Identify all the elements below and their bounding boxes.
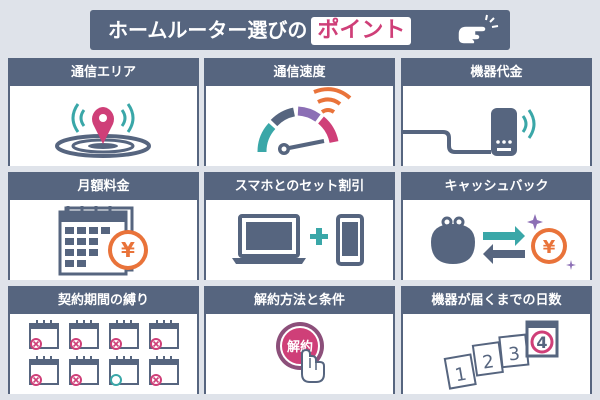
card-cashback: キャッシュバック ¥ (401, 172, 592, 280)
pointing-hand-icon (457, 14, 499, 45)
card-contract-period: 契約期間の縛り (8, 286, 199, 394)
title-box (90, 10, 510, 50)
card-body (206, 86, 393, 166)
card-cancellation: 解約方法と条件 解約 (204, 286, 395, 394)
card-body (403, 86, 590, 166)
cancel-button-icon: 解約 (276, 322, 325, 383)
card-title: 月額料金 (10, 174, 197, 200)
page-title: ホームルーター選びのポイント (108, 16, 412, 45)
card-title: 機器代金 (403, 60, 590, 86)
card-title: 機器が届くまでの日数 (403, 288, 590, 314)
card-body (10, 314, 197, 394)
svg-text:¥: ¥ (543, 237, 556, 258)
day-2: 2 (481, 351, 495, 373)
card-monthly-fee: 月額料金 ¥ (8, 172, 199, 280)
title-banner: ホームルーター選びのポイント (0, 0, 600, 56)
title-main: ホームルーター選びの (108, 18, 308, 42)
card-title: 通信速度 (206, 60, 393, 86)
mini-calendar-icon (109, 320, 139, 350)
router-icon (403, 108, 536, 156)
card-title: キャッシュバック (403, 174, 590, 200)
mini-calendar-icon (149, 320, 179, 350)
mini-calendar-icon (29, 320, 59, 350)
speedometer-icon (257, 87, 352, 155)
card-phone-bundle: スマホとのセット割引 (204, 172, 395, 280)
card-body: 解約 (206, 314, 393, 394)
mini-calendar-icon (29, 356, 59, 386)
wallet-exchange-icon: ¥ (431, 214, 576, 270)
mini-calendar-icon (69, 356, 99, 386)
card-body: ¥ (403, 200, 590, 280)
location-pin-icon (55, 103, 151, 158)
mini-calendar-icon (109, 356, 139, 386)
card-speed: 通信速度 (204, 58, 395, 166)
calendar-grid-icon (29, 320, 179, 386)
card-title: スマホとのセット割引 (206, 174, 393, 200)
card-delivery-days: 機器が届くまでの日数 1 2 3 4 (401, 286, 592, 394)
card-title: 解約方法と条件 (206, 288, 393, 314)
mini-calendar-icon (69, 320, 99, 350)
day-4: 4 (536, 333, 547, 352)
laptop-plus-phone-icon (232, 214, 364, 266)
card-title: 通信エリア (10, 60, 197, 86)
svg-text:¥: ¥ (121, 238, 135, 262)
card-body (10, 86, 197, 166)
card-device-cost: 機器代金 (401, 58, 592, 166)
calendar-yen-icon: ¥ (58, 206, 148, 276)
mini-calendar-icon (149, 356, 179, 386)
title-accent: ポイント (311, 17, 412, 45)
points-grid: 通信エリア 通信速度 (8, 58, 592, 394)
day-1: 1 (453, 364, 468, 387)
card-body: 1 2 3 4 (403, 314, 590, 394)
card-title: 契約期間の縛り (10, 288, 197, 314)
card-body: ¥ (10, 200, 197, 280)
calendar-days-icon: 1 2 3 4 (443, 320, 559, 390)
card-coverage-area: 通信エリア (8, 58, 199, 166)
card-body (206, 200, 393, 280)
day-3: 3 (507, 343, 521, 365)
